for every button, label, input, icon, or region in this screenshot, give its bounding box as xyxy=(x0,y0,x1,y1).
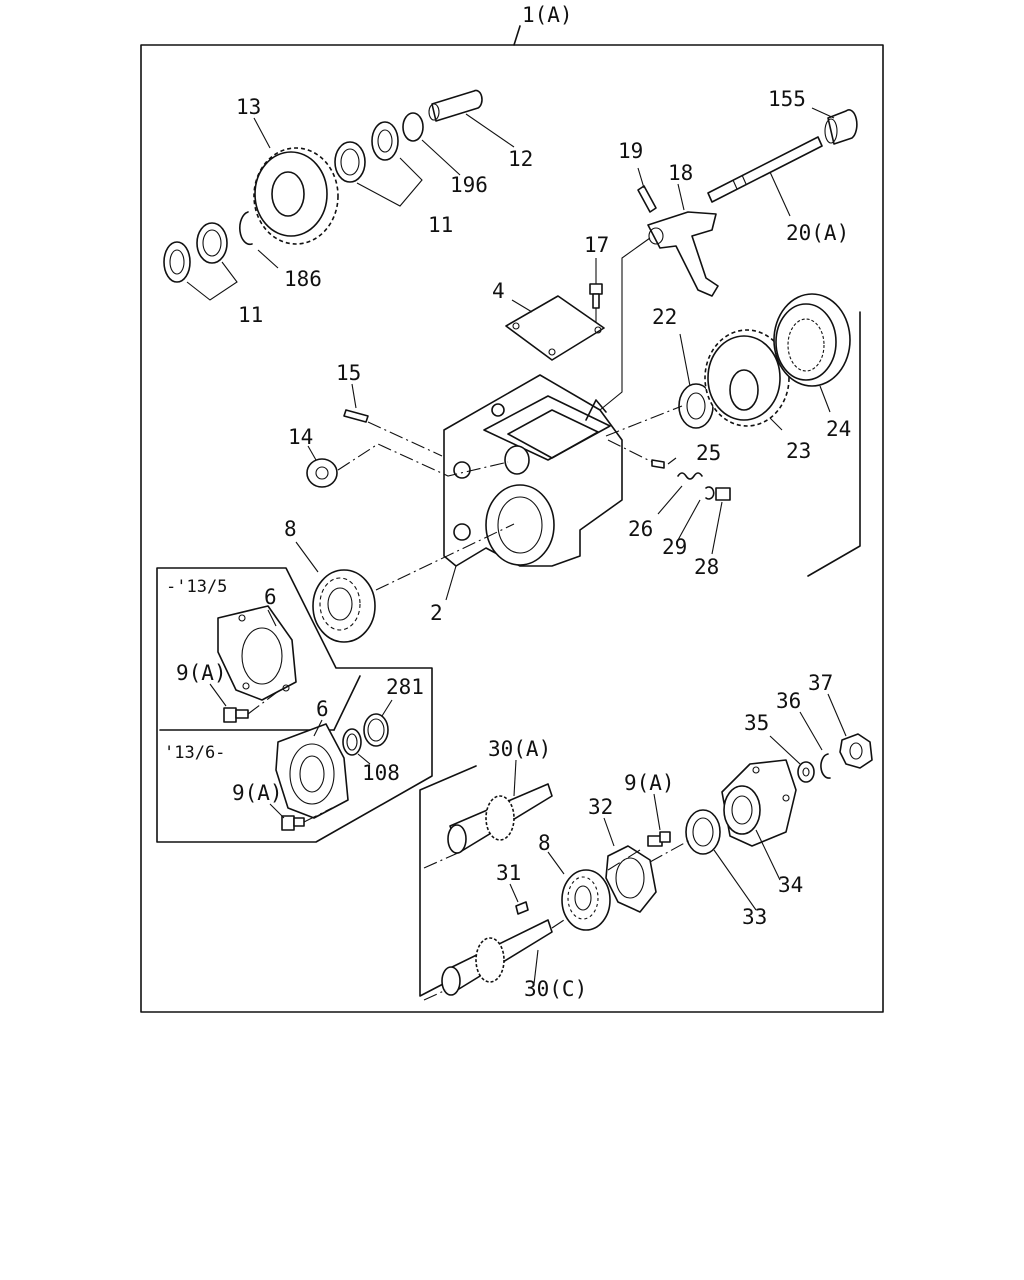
ball-bearing-8-upper xyxy=(312,569,376,643)
assembly-frame xyxy=(140,44,884,1013)
callout-6-lower: 6 xyxy=(316,697,329,721)
callout-196: 196 xyxy=(450,173,488,197)
pto-housing-2 xyxy=(443,374,623,567)
nut-37 xyxy=(839,733,873,769)
ring-281 xyxy=(363,713,389,747)
callout-34: 34 xyxy=(778,873,803,897)
callout-6-upper: 6 xyxy=(264,585,277,609)
ball-bearing-8-lower xyxy=(561,869,611,931)
flange-6-upper xyxy=(217,605,297,701)
callout-8-upper: 8 xyxy=(284,517,297,541)
cover-plate-4 xyxy=(505,295,605,361)
callout-8-lower: 8 xyxy=(538,831,551,855)
callout-32: 32 xyxy=(588,795,613,819)
spring-26 xyxy=(677,472,703,480)
bolt-9a-bottom xyxy=(647,831,671,847)
shift-rod-20 xyxy=(707,136,823,203)
shaft-30a xyxy=(447,783,553,854)
flange-6-lower xyxy=(275,723,349,819)
oil-seal-33 xyxy=(685,809,721,855)
callout-22: 22 xyxy=(652,305,677,329)
variant-inset-frame xyxy=(156,567,433,843)
spring-pin-19 xyxy=(637,185,657,213)
callout-26: 26 xyxy=(628,517,653,541)
callout-31: 31 xyxy=(496,861,521,885)
callout-28: 28 xyxy=(694,555,719,579)
callout-35: 35 xyxy=(744,711,769,735)
callout-9a-lower: 9(A) xyxy=(232,781,283,805)
callout-19: 19 xyxy=(618,139,643,163)
seal-108 xyxy=(342,728,362,756)
plug-28 xyxy=(715,487,731,501)
callout-15: 15 xyxy=(336,361,361,385)
washer-22 xyxy=(678,383,714,429)
pin-12 xyxy=(428,89,483,122)
bolt-9a-upper xyxy=(223,707,249,723)
callout-30c: 30(C) xyxy=(524,977,587,1001)
gear-23 xyxy=(704,329,790,427)
callout-29: 29 xyxy=(662,535,687,559)
bushing-155 xyxy=(824,109,858,145)
callout-9a-bottom: 9(A) xyxy=(624,771,675,795)
callout-25: 25 xyxy=(696,441,721,465)
snap-ring-36 xyxy=(820,753,831,779)
sleeve-24 xyxy=(773,293,851,387)
callout-4: 4 xyxy=(492,279,505,303)
inset-range-lower: '13/6- xyxy=(164,743,225,763)
callout-11-right: 11 xyxy=(428,213,453,237)
callout-155: 155 xyxy=(768,87,806,111)
callout-108: 108 xyxy=(362,761,400,785)
callout-13: 13 xyxy=(236,95,261,119)
bolt-17 xyxy=(589,283,603,309)
callout-30a: 30(A) xyxy=(488,737,551,761)
snap-ring-186 xyxy=(239,211,253,246)
pin-15 xyxy=(343,409,369,423)
bolt-9a-lower xyxy=(281,815,305,831)
bearing-14 xyxy=(306,458,338,488)
inset-range-upper: -'13/5 xyxy=(166,577,227,597)
callout-33: 33 xyxy=(742,905,767,929)
ring-196 xyxy=(402,112,424,142)
gear-13 xyxy=(253,147,339,245)
key-31 xyxy=(515,901,529,915)
callout-17: 17 xyxy=(584,233,609,257)
shift-fork-18 xyxy=(647,211,719,297)
callout-14: 14 xyxy=(288,425,313,449)
callout-24: 24 xyxy=(826,417,851,441)
pin-25 xyxy=(651,459,665,469)
callout-20a: 20(A) xyxy=(786,221,849,245)
callout-11-left: 11 xyxy=(238,303,263,327)
callout-281: 281 xyxy=(386,675,424,699)
callout-37: 37 xyxy=(808,671,833,695)
callout-36: 36 xyxy=(776,689,801,713)
bearing-11-right xyxy=(334,121,399,183)
callout-9a-upper: 9(A) xyxy=(176,661,227,685)
retainer-32 xyxy=(605,845,657,913)
callout-12: 12 xyxy=(508,147,533,171)
ball-29 xyxy=(705,486,715,500)
shaft-30c xyxy=(441,919,553,996)
washer-35 xyxy=(797,761,815,783)
callout-23: 23 xyxy=(786,439,811,463)
assembly-label: 1(A) xyxy=(522,3,573,27)
callout-186: 186 xyxy=(284,267,322,291)
housing-34 xyxy=(721,759,797,847)
callout-18: 18 xyxy=(668,161,693,185)
bearing-11-left xyxy=(163,222,228,283)
callout-2: 2 xyxy=(430,601,443,625)
